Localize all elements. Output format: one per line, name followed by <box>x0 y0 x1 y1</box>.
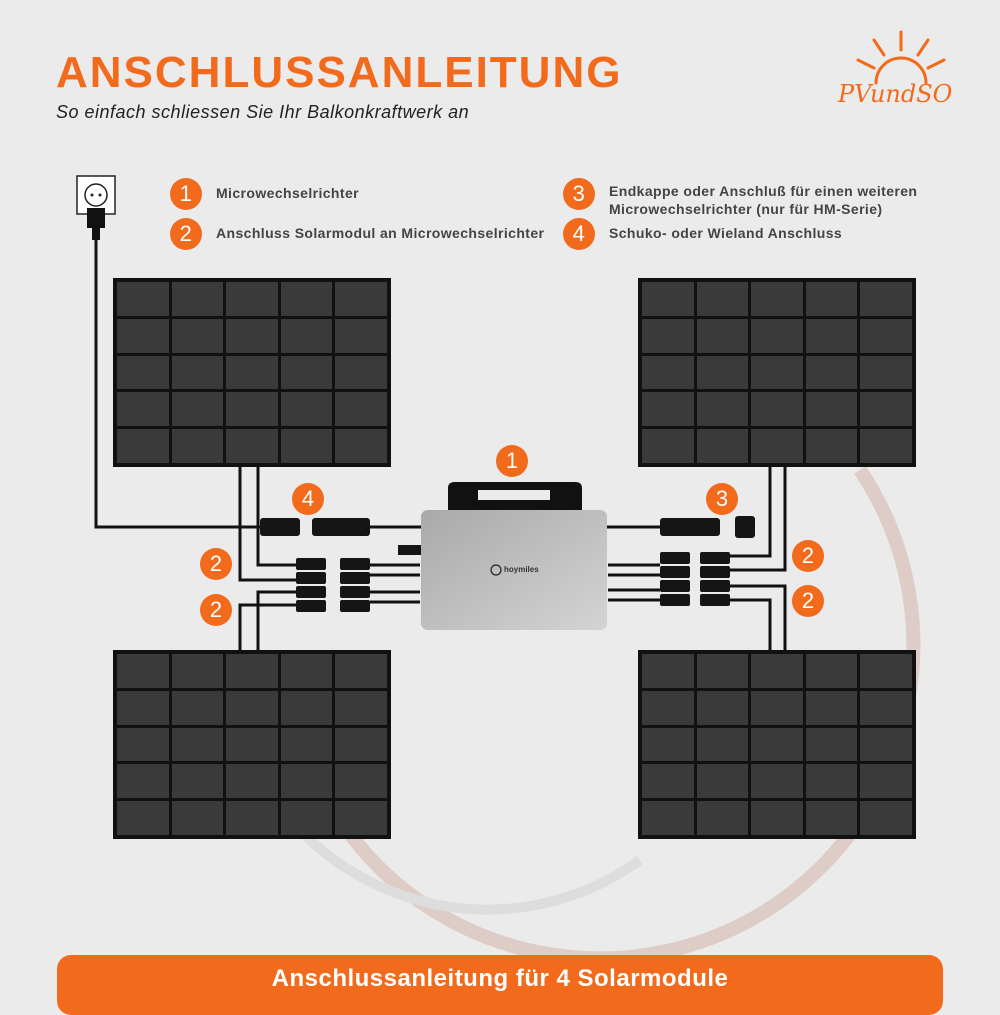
page-title: ANSCHLUSSANLEITUNG <box>56 48 623 97</box>
legend-item-4: 4 Schuko- oder Wieland Anschluss <box>563 218 842 250</box>
solar-panel-top-right <box>638 278 916 467</box>
badge: 3 <box>563 178 595 210</box>
legend-text: Microwechselrichter <box>216 185 359 201</box>
microinverter <box>421 482 607 630</box>
page-subtitle: So einfach schliessen Sie Ihr Balkonkraf… <box>56 102 470 122</box>
logo: PVundSO <box>838 80 953 108</box>
solar-panel-top-left <box>113 278 391 467</box>
badge: 2 <box>170 218 202 250</box>
badge-endcap: 3 <box>706 483 738 515</box>
legend-item-1: 1 Microwechselrichter <box>170 178 359 210</box>
badge-module: 2 <box>792 585 824 617</box>
legend-item-2: 2 Anschluss Solarmodul an Microwechselric… <box>170 218 544 250</box>
sun-icon <box>856 30 946 85</box>
legend-item-3: 3 Endkappe oder Anschluß für einen weiter… <box>563 178 963 218</box>
legend-text: Schuko- oder Wieland Anschluss <box>609 225 843 241</box>
inverter-brand: hoymiles <box>504 565 539 574</box>
solar-panel-bottom-right <box>638 650 916 839</box>
badge-module: 2 <box>200 548 232 580</box>
wall-socket-icon <box>76 175 116 240</box>
badge-inverter: 1 <box>496 445 528 477</box>
badge-plug: 4 <box>292 483 324 515</box>
legend-text: Anschluss Solarmodul an Microwechselrich… <box>216 225 545 241</box>
solar-panel-bottom-left <box>113 650 391 839</box>
badge: 4 <box>563 218 595 250</box>
badge: 1 <box>170 178 202 210</box>
badge-module: 2 <box>200 594 232 626</box>
badge-module: 2 <box>792 540 824 572</box>
legend-text: Endkappe oder Anschluß für einen weitere… <box>609 183 918 217</box>
footer-banner: Anschlussanleitung für 4 Solarmodule <box>57 955 943 1015</box>
